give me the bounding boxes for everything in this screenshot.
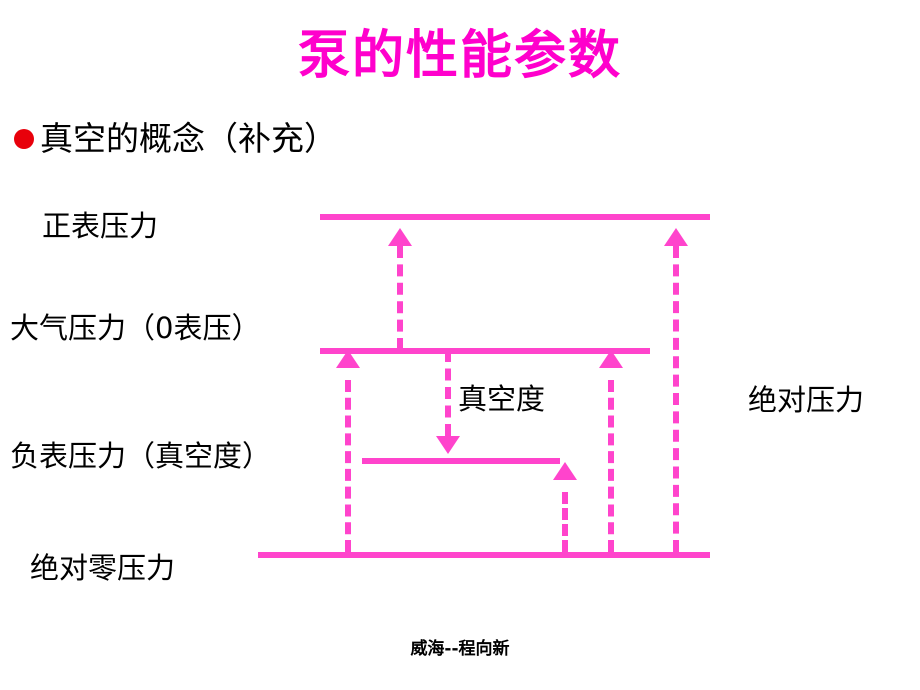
label-negative-gauge-pressure: 负表压力（真空度） <box>10 439 272 473</box>
absolute-pressure-arrow-right-shaft <box>673 246 679 552</box>
label-absolute-zero-pressure: 绝对零压力 <box>30 551 176 585</box>
absolute-pressure-arrow-mid-right-shaft <box>608 380 614 552</box>
absolute-pressure-arrow-left-shaft <box>345 380 351 552</box>
negative-pressure-line <box>362 458 560 464</box>
footer-text: 威海--程向新 <box>410 639 510 659</box>
label-positive-gauge-pressure: 正表压力 <box>42 209 159 243</box>
gauge-pressure-arrow-head-icon <box>388 228 412 246</box>
bullet-text: 真空的概念（补充） <box>40 119 337 158</box>
label-vacuum-degree: 真空度 <box>458 382 546 416</box>
vacuum-degree-arrow-head-icon <box>436 436 460 454</box>
label-absolute-pressure: 绝对压力 <box>748 383 865 417</box>
absolute-pressure-arrow-mid-right-head-icon <box>599 350 623 368</box>
bullet-dot-icon <box>14 128 34 149</box>
absolute-pressure-arrow-left-head-icon <box>336 350 360 368</box>
vacuum-degree-arrow-shaft <box>445 350 451 436</box>
label-atmospheric-pressure: 大气压力（0表压） <box>10 311 261 345</box>
absolute-pressure-arrow-right-head-icon <box>664 228 688 246</box>
absolute-pressure-arrow-mid-shaft <box>562 492 568 552</box>
page-title: 泵的性能参数 <box>297 26 622 86</box>
gauge-pressure-arrow-shaft <box>397 246 403 350</box>
absolute-zero-line <box>258 552 710 558</box>
positive-pressure-line <box>320 214 710 220</box>
atmospheric-pressure-line <box>320 348 650 354</box>
absolute-pressure-arrow-mid-head-icon <box>553 462 577 480</box>
bullet-row: 真空的概念（补充） <box>14 122 337 155</box>
